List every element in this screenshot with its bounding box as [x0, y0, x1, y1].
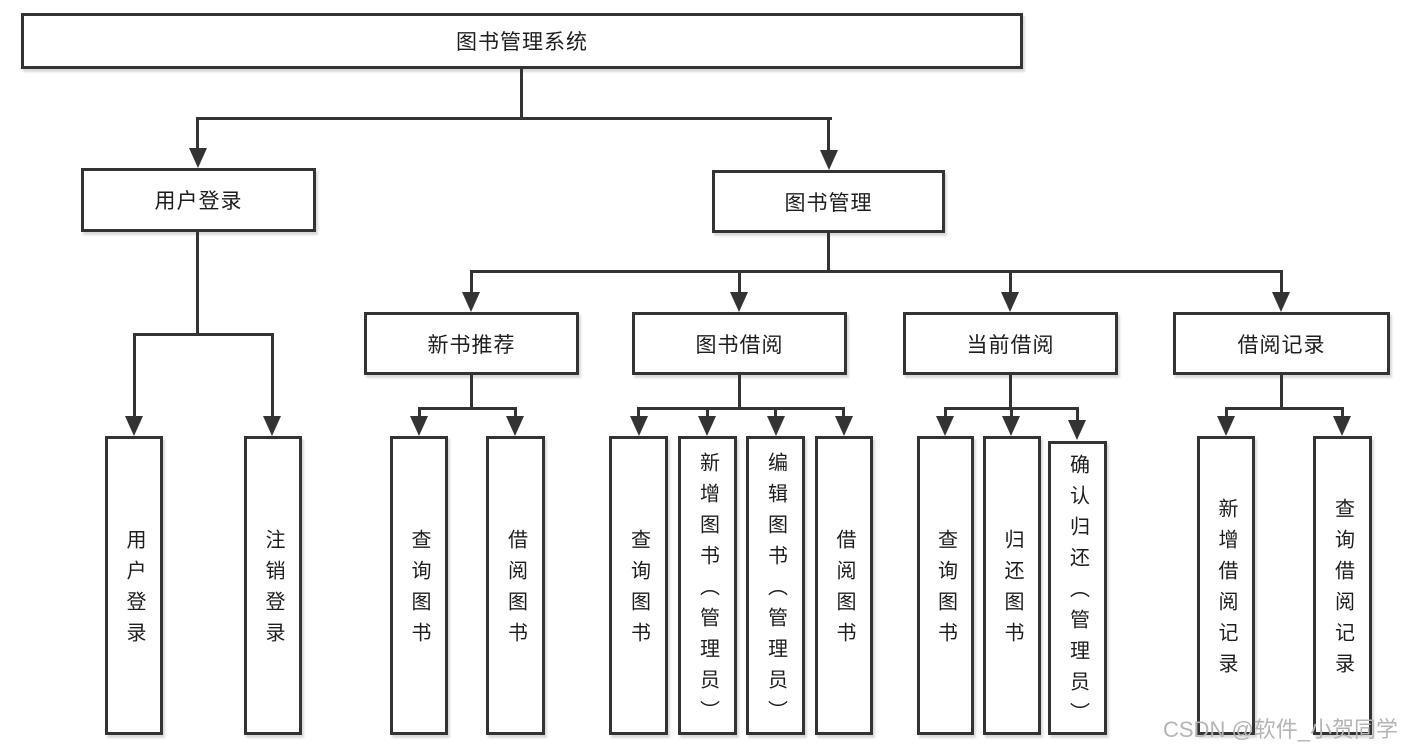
arrowhead-down-icon: [506, 416, 524, 436]
leaf-logout: 注销登录: [244, 436, 302, 735]
connector-line: [514, 407, 517, 419]
node-user-login-branch: 用户登录: [81, 168, 316, 232]
arrowhead-down-icon: [410, 416, 428, 436]
node-label: 图书管理系统: [456, 31, 588, 54]
connector-line: [470, 270, 473, 294]
connector-line: [1010, 407, 1013, 419]
leaf-newbook-borrow-books: 借阅图书: [486, 436, 545, 735]
node-library-system: 图书管理系统: [21, 13, 1023, 69]
leaf-label: 新增图书（管理员）: [696, 451, 719, 731]
connector-line: [133, 333, 136, 417]
arrowhead-down-icon: [125, 416, 143, 436]
connector-line: [196, 117, 832, 120]
connector-line: [842, 407, 845, 419]
leaf-current-query-books: 查询图书: [917, 436, 974, 735]
arrowhead-down-icon: [630, 416, 648, 436]
leaf-records-add-record: 新增借阅记录: [1197, 436, 1255, 735]
connector-line: [637, 407, 640, 419]
leaf-label: 查询图书: [408, 529, 430, 653]
connector-line: [520, 69, 523, 118]
connector-line: [637, 407, 845, 410]
node-label: 借阅记录: [1237, 333, 1326, 357]
connector-line: [1009, 270, 1012, 294]
leaf-label: 查询图书: [627, 529, 650, 653]
leaf-label: 新增借阅记录: [1215, 498, 1237, 684]
connector-line: [738, 375, 741, 410]
node-label: 新书推荐: [427, 333, 516, 357]
leaf-label: 确认归还（管理员）: [1066, 454, 1089, 733]
connector-line: [271, 333, 274, 417]
connector-line: [133, 333, 274, 336]
connector-line: [944, 407, 947, 419]
node-book-borrow: 图书借阅: [632, 312, 847, 375]
leaf-label: 借阅图书: [833, 529, 855, 653]
node-label: 图书管理: [784, 191, 873, 215]
leaf-borrow-borrow-books: 借阅图书: [815, 436, 873, 735]
arrowhead-down-icon: [462, 292, 480, 312]
leaf-borrow-edit-books-admin: 编辑图书（管理员）: [746, 436, 805, 735]
connector-line: [196, 117, 199, 150]
leaf-label: 查询借阅记录: [1331, 498, 1354, 684]
node-label: 图书借阅: [695, 333, 784, 357]
connector-line: [196, 232, 199, 336]
arrowhead-down-icon: [730, 292, 748, 312]
leaf-label: 编辑图书（管理员）: [764, 451, 787, 731]
leaf-label: 查询图书: [934, 529, 957, 653]
leaf-borrow-add-books-admin: 新增图书（管理员）: [678, 436, 737, 735]
arrowhead-down-icon: [1272, 292, 1290, 312]
connector-line: [418, 407, 517, 410]
arrowhead-down-icon: [835, 416, 853, 436]
arrowhead-down-icon: [263, 416, 281, 436]
node-borrow-records: 借阅记录: [1173, 312, 1390, 375]
leaf-records-query-record: 查询借阅记录: [1313, 436, 1372, 735]
leaf-current-return-books: 归还图书: [983, 436, 1041, 735]
node-new-book-recommend: 新书推荐: [364, 312, 579, 375]
arrowhead-down-icon: [936, 416, 954, 436]
connector-line: [1225, 407, 1344, 410]
connector-line: [706, 407, 709, 419]
connector-line: [1076, 407, 1079, 421]
arrowhead-down-icon: [767, 416, 785, 436]
arrowhead-down-icon: [1333, 416, 1351, 436]
arrowhead-down-icon: [1068, 420, 1086, 440]
connector-line: [827, 233, 830, 273]
connector-line: [1225, 407, 1228, 419]
node-book-management: 图书管理: [712, 170, 945, 233]
connector-line: [1280, 270, 1283, 294]
connector-line: [470, 375, 473, 410]
arrowhead-down-icon: [189, 148, 207, 168]
leaf-newbook-query-books: 查询图书: [390, 436, 448, 735]
connector-line: [418, 407, 421, 419]
leaf-label: 注销登录: [262, 529, 284, 653]
connector-line: [1009, 375, 1012, 410]
node-label: 用户登录: [154, 190, 243, 213]
arrowhead-down-icon: [1217, 416, 1235, 436]
connector-line: [1341, 407, 1344, 419]
leaf-label: 归还图书: [1001, 529, 1023, 653]
csdn-watermark: CSDN @软件_小贺同学: [1163, 717, 1399, 742]
connector-line: [738, 270, 741, 294]
node-current-borrow: 当前借阅: [903, 312, 1118, 375]
leaf-current-confirm-return-admin: 确认归还（管理员）: [1048, 441, 1107, 735]
arrowhead-down-icon: [820, 150, 838, 170]
arrowhead-down-icon: [1001, 292, 1019, 312]
connector-line: [774, 407, 777, 419]
connector-line: [827, 117, 830, 152]
connector-line: [1280, 375, 1283, 410]
leaf-label: 用户登录: [123, 529, 145, 653]
arrowhead-down-icon: [1002, 416, 1020, 436]
leaf-user-login: 用户登录: [105, 436, 163, 735]
leaf-borrow-query-books: 查询图书: [609, 436, 668, 735]
arrowhead-down-icon: [698, 416, 716, 436]
connector-line: [470, 270, 1283, 273]
leaf-label: 借阅图书: [504, 529, 527, 653]
node-label: 当前借阅: [966, 333, 1055, 357]
